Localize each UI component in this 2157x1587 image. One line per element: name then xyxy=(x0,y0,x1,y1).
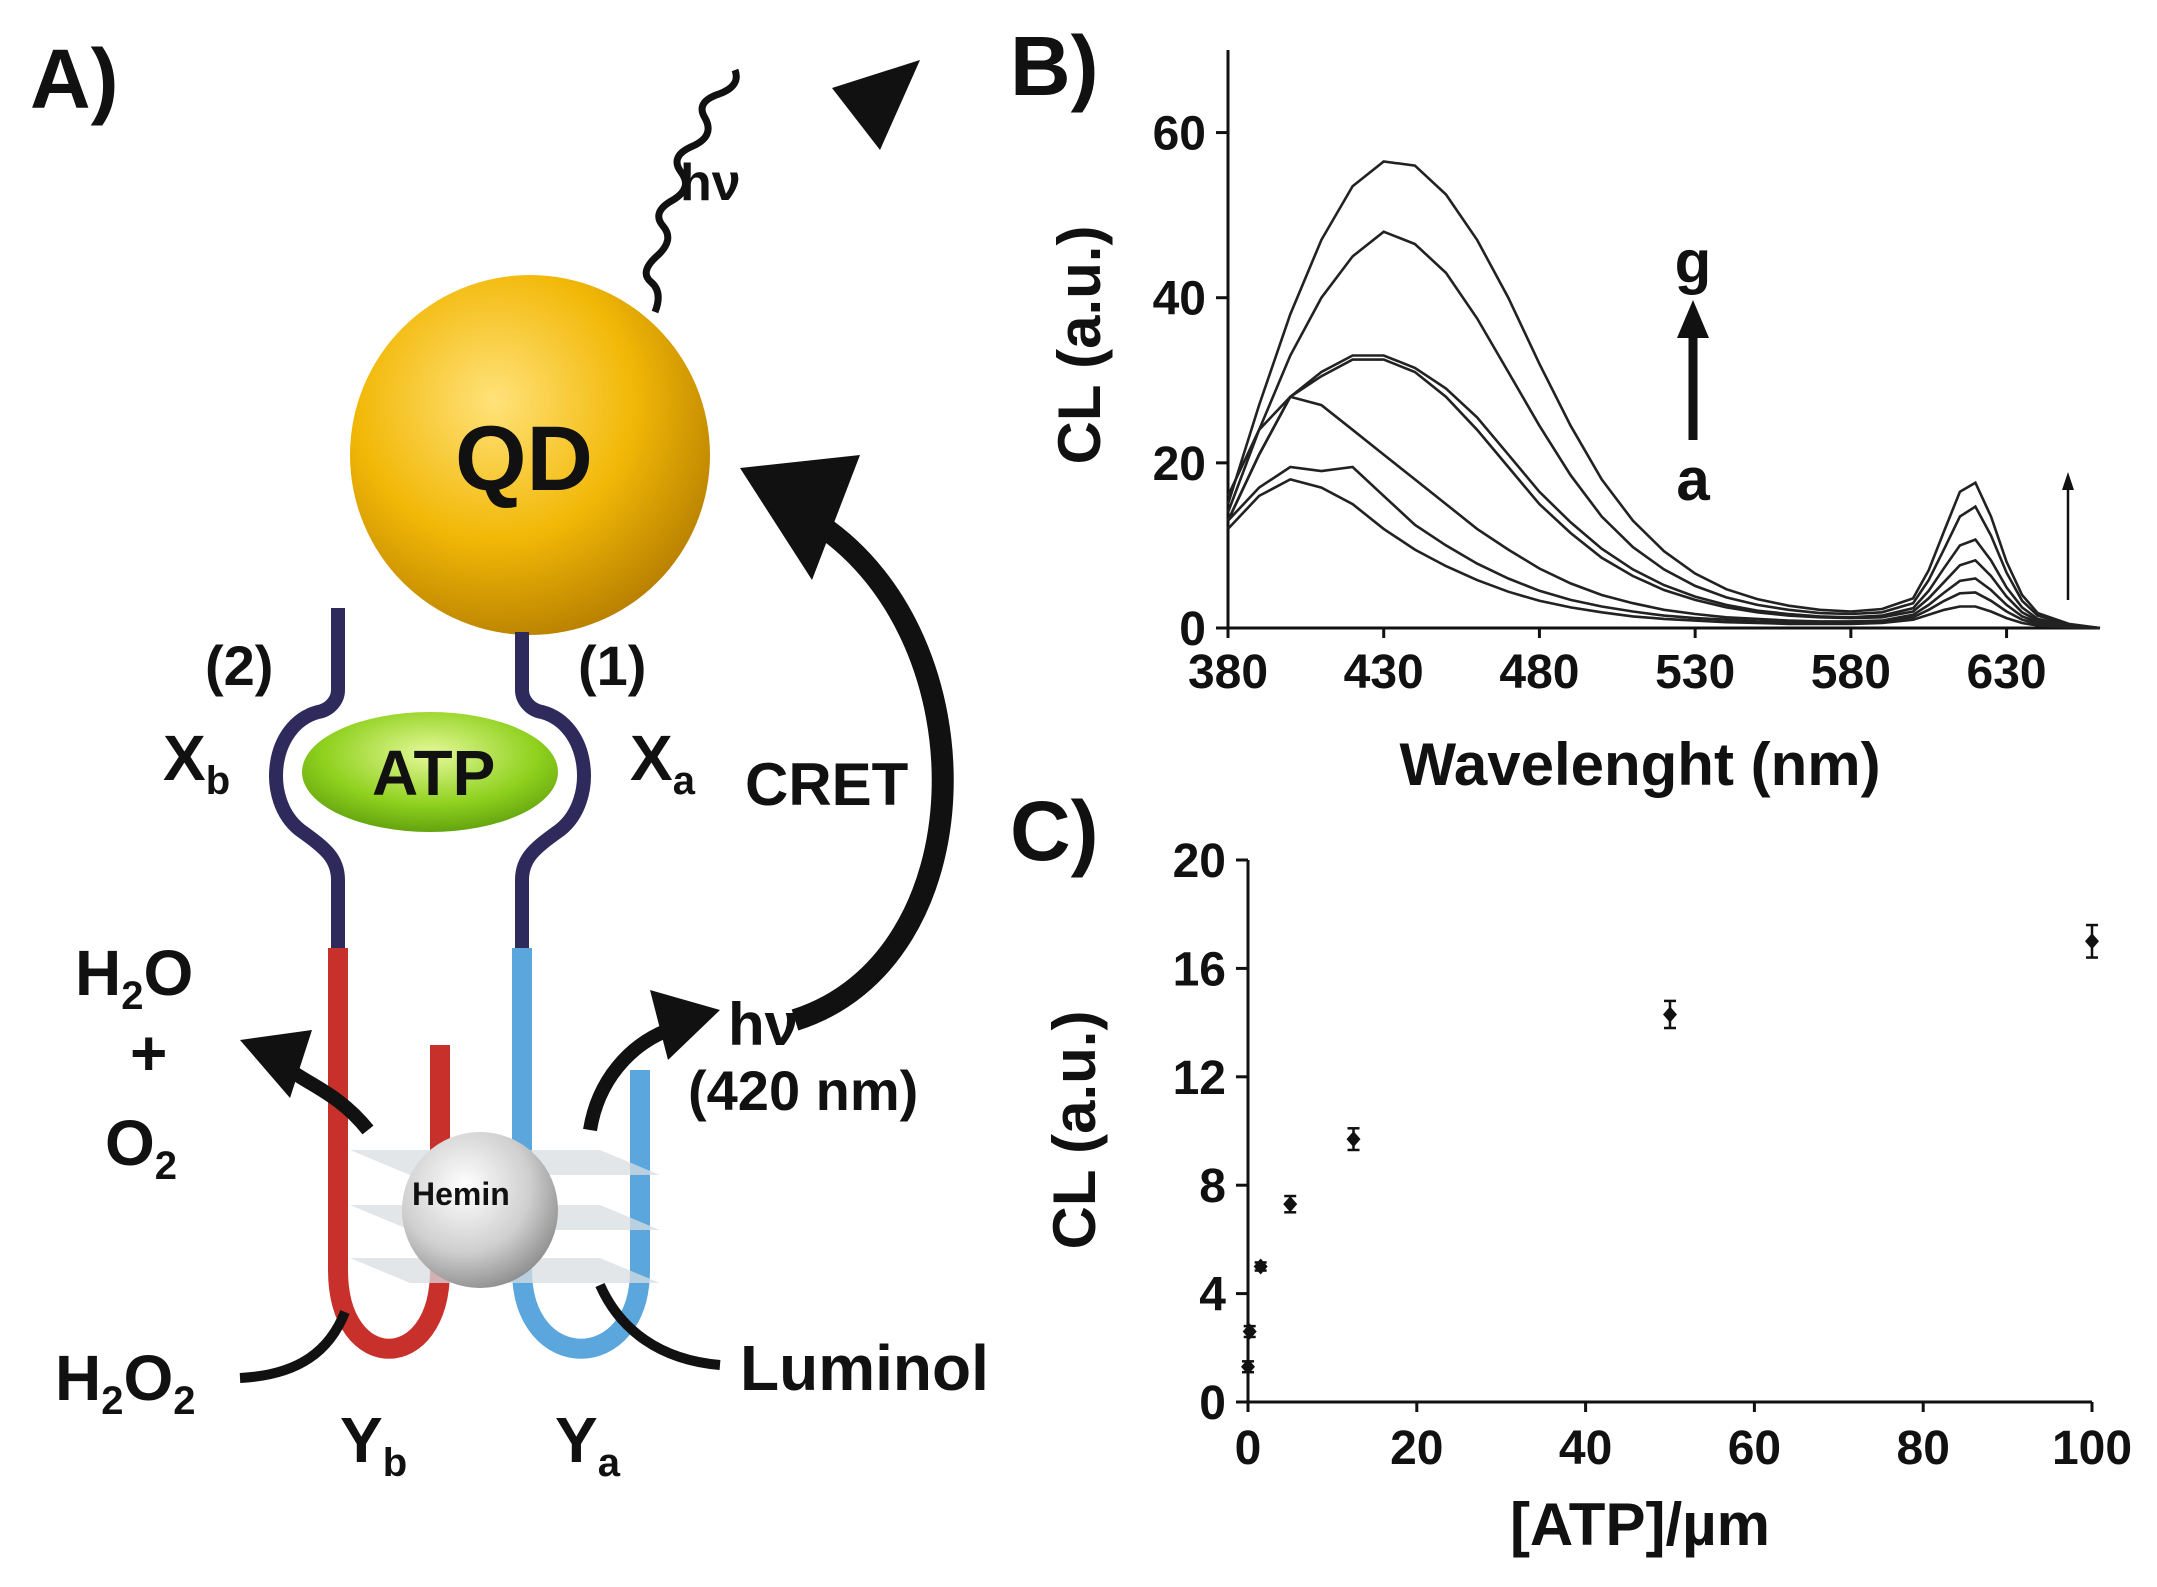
series-g-label: g xyxy=(1675,228,1712,295)
spectrum-line-g xyxy=(1226,160,2101,630)
panel-c-y-tick-label: 16 xyxy=(1173,943,1226,996)
panel-c-y-tick-label: 4 xyxy=(1199,1269,1226,1322)
panel-b-x-tick-label: 480 xyxy=(1499,646,1579,699)
atp-ellipse xyxy=(302,712,558,832)
data-point xyxy=(1346,1131,1361,1148)
data-point xyxy=(1241,1358,1255,1375)
strand-1-upper xyxy=(515,632,591,950)
hv-lower-arrow xyxy=(583,1023,671,1132)
spectrum-line-d xyxy=(1226,358,2101,630)
panel-b-plot: 0 20 40 60 380 430 480 530 580 630 xyxy=(1153,50,2101,699)
panel-b-x-tick-label: 380 xyxy=(1188,646,1268,699)
cret-arrow xyxy=(791,515,954,1031)
hv-top-label: hν xyxy=(680,154,741,212)
panel-c: C) 0 4 8 12 16 20 0 20 40 60 80 100 [ATP]/µm CL (a.… xyxy=(1010,784,2132,1558)
plus-sign: + xyxy=(130,1017,167,1089)
strand-2-upper xyxy=(269,608,345,950)
panel-c-x-tick-label: 0 xyxy=(1235,1422,1262,1475)
panel-c-ylabel: CL (a.u.) xyxy=(1041,1011,1108,1250)
strand-a-lower xyxy=(512,948,650,1359)
panel-c-y-tick-label: 20 xyxy=(1173,835,1226,888)
panel-c-x-tick-label: 60 xyxy=(1728,1422,1781,1475)
panel-c-plot: 0 4 8 12 16 20 0 20 40 60 80 100 xyxy=(1173,835,2132,1475)
data-point xyxy=(1283,1196,1298,1213)
strand-b-lower xyxy=(328,948,450,1359)
cret-label: CRET xyxy=(745,751,908,818)
panel-c-x-tick-label: 40 xyxy=(1559,1422,1612,1475)
luminol-label: Luminol xyxy=(740,1332,989,1404)
qd-sphere xyxy=(350,275,710,635)
luminol-pointer xyxy=(595,1282,721,1370)
panel-a-label: A) xyxy=(30,32,119,126)
hv-lower-arrow-head xyxy=(650,990,720,1060)
series-order-arrow-head xyxy=(1677,300,1709,338)
panel-c-y-tick-label: 12 xyxy=(1173,1052,1226,1105)
panel-c-y-tick-label: 0 xyxy=(1199,1377,1226,1430)
emission-arrow-head xyxy=(832,60,920,150)
panel-c-label: C) xyxy=(1010,784,1099,878)
hemin-label: Hemin xyxy=(412,1176,510,1212)
panel-b-ylabel: CL (a.u.) xyxy=(1046,226,1113,465)
spectrum-line-a xyxy=(1227,478,2101,630)
h2o-label: H2O xyxy=(75,937,193,1018)
panel-b-y-tick-label: 60 xyxy=(1153,108,1206,161)
series-a-label: a xyxy=(1676,446,1710,513)
panel-c-x-tick-label: 20 xyxy=(1390,1422,1443,1475)
spectrum-line-e xyxy=(1226,354,2101,630)
o2-label: O2 xyxy=(105,1107,177,1188)
panel-b-label: B) xyxy=(1010,19,1099,113)
wavelength-note: (420 nm) xyxy=(688,1059,918,1122)
panel-b-x-tick-label: 530 xyxy=(1655,646,1735,699)
spectrum-line-b xyxy=(1227,465,2101,630)
yb-label: Yb xyxy=(340,1404,407,1485)
panel-b-x-tick-label: 430 xyxy=(1344,646,1424,699)
panel-c-xlabel: [ATP]/µm xyxy=(1510,1491,1770,1558)
cret-arrow-head xyxy=(740,455,860,580)
panel-b-x-tick-label: 630 xyxy=(1967,646,2047,699)
xb-label: Xb xyxy=(163,722,230,803)
hemin-sphere xyxy=(402,1132,558,1288)
h2o-o2-arrow-head xyxy=(240,1030,312,1098)
data-point xyxy=(1253,1258,1268,1275)
ya-label: Ya xyxy=(555,1404,621,1485)
panel-a: A) hν QD CRET (2) (1) ATP Xb Xa xyxy=(30,32,989,1485)
data-point xyxy=(1242,1323,1257,1340)
qd-label: QD xyxy=(455,408,593,510)
atp-label: ATP xyxy=(372,737,495,809)
panel-c-x-tick-label: 100 xyxy=(2052,1422,2132,1475)
data-point xyxy=(2085,933,2099,950)
emission-wave-arrow xyxy=(642,68,740,314)
panel-b-xlabel: Wavelenght (nm) xyxy=(1399,731,1880,798)
spectrum-line-f xyxy=(1226,230,2101,630)
hv-lower-label: hν xyxy=(728,991,798,1058)
panel-b: B) 0 20 40 60 380 430 480 530 580 630 Wavelenght … xyxy=(1010,19,2101,798)
panel-b-y-tick-label: 20 xyxy=(1153,438,1206,491)
panel-c-y-tick-label: 8 xyxy=(1199,1160,1226,1213)
h2o2-pointer xyxy=(239,1310,350,1383)
panel-b-y-tick-label: 0 xyxy=(1179,603,1206,656)
peak-increase-arrow-head xyxy=(2062,472,2074,490)
xa-label: Xa xyxy=(630,722,696,803)
panel-c-x-tick-label: 80 xyxy=(1897,1422,1950,1475)
panel-b-y-tick-label: 40 xyxy=(1153,273,1206,326)
h2o2-label: H2O2 xyxy=(55,1342,196,1423)
panel-b-x-tick-label: 580 xyxy=(1811,646,1891,699)
strand-1-label: (1) xyxy=(578,634,646,697)
data-point xyxy=(1663,1006,1677,1023)
strand-2-label: (2) xyxy=(205,634,273,697)
spectrum-line-c xyxy=(1226,395,2101,630)
